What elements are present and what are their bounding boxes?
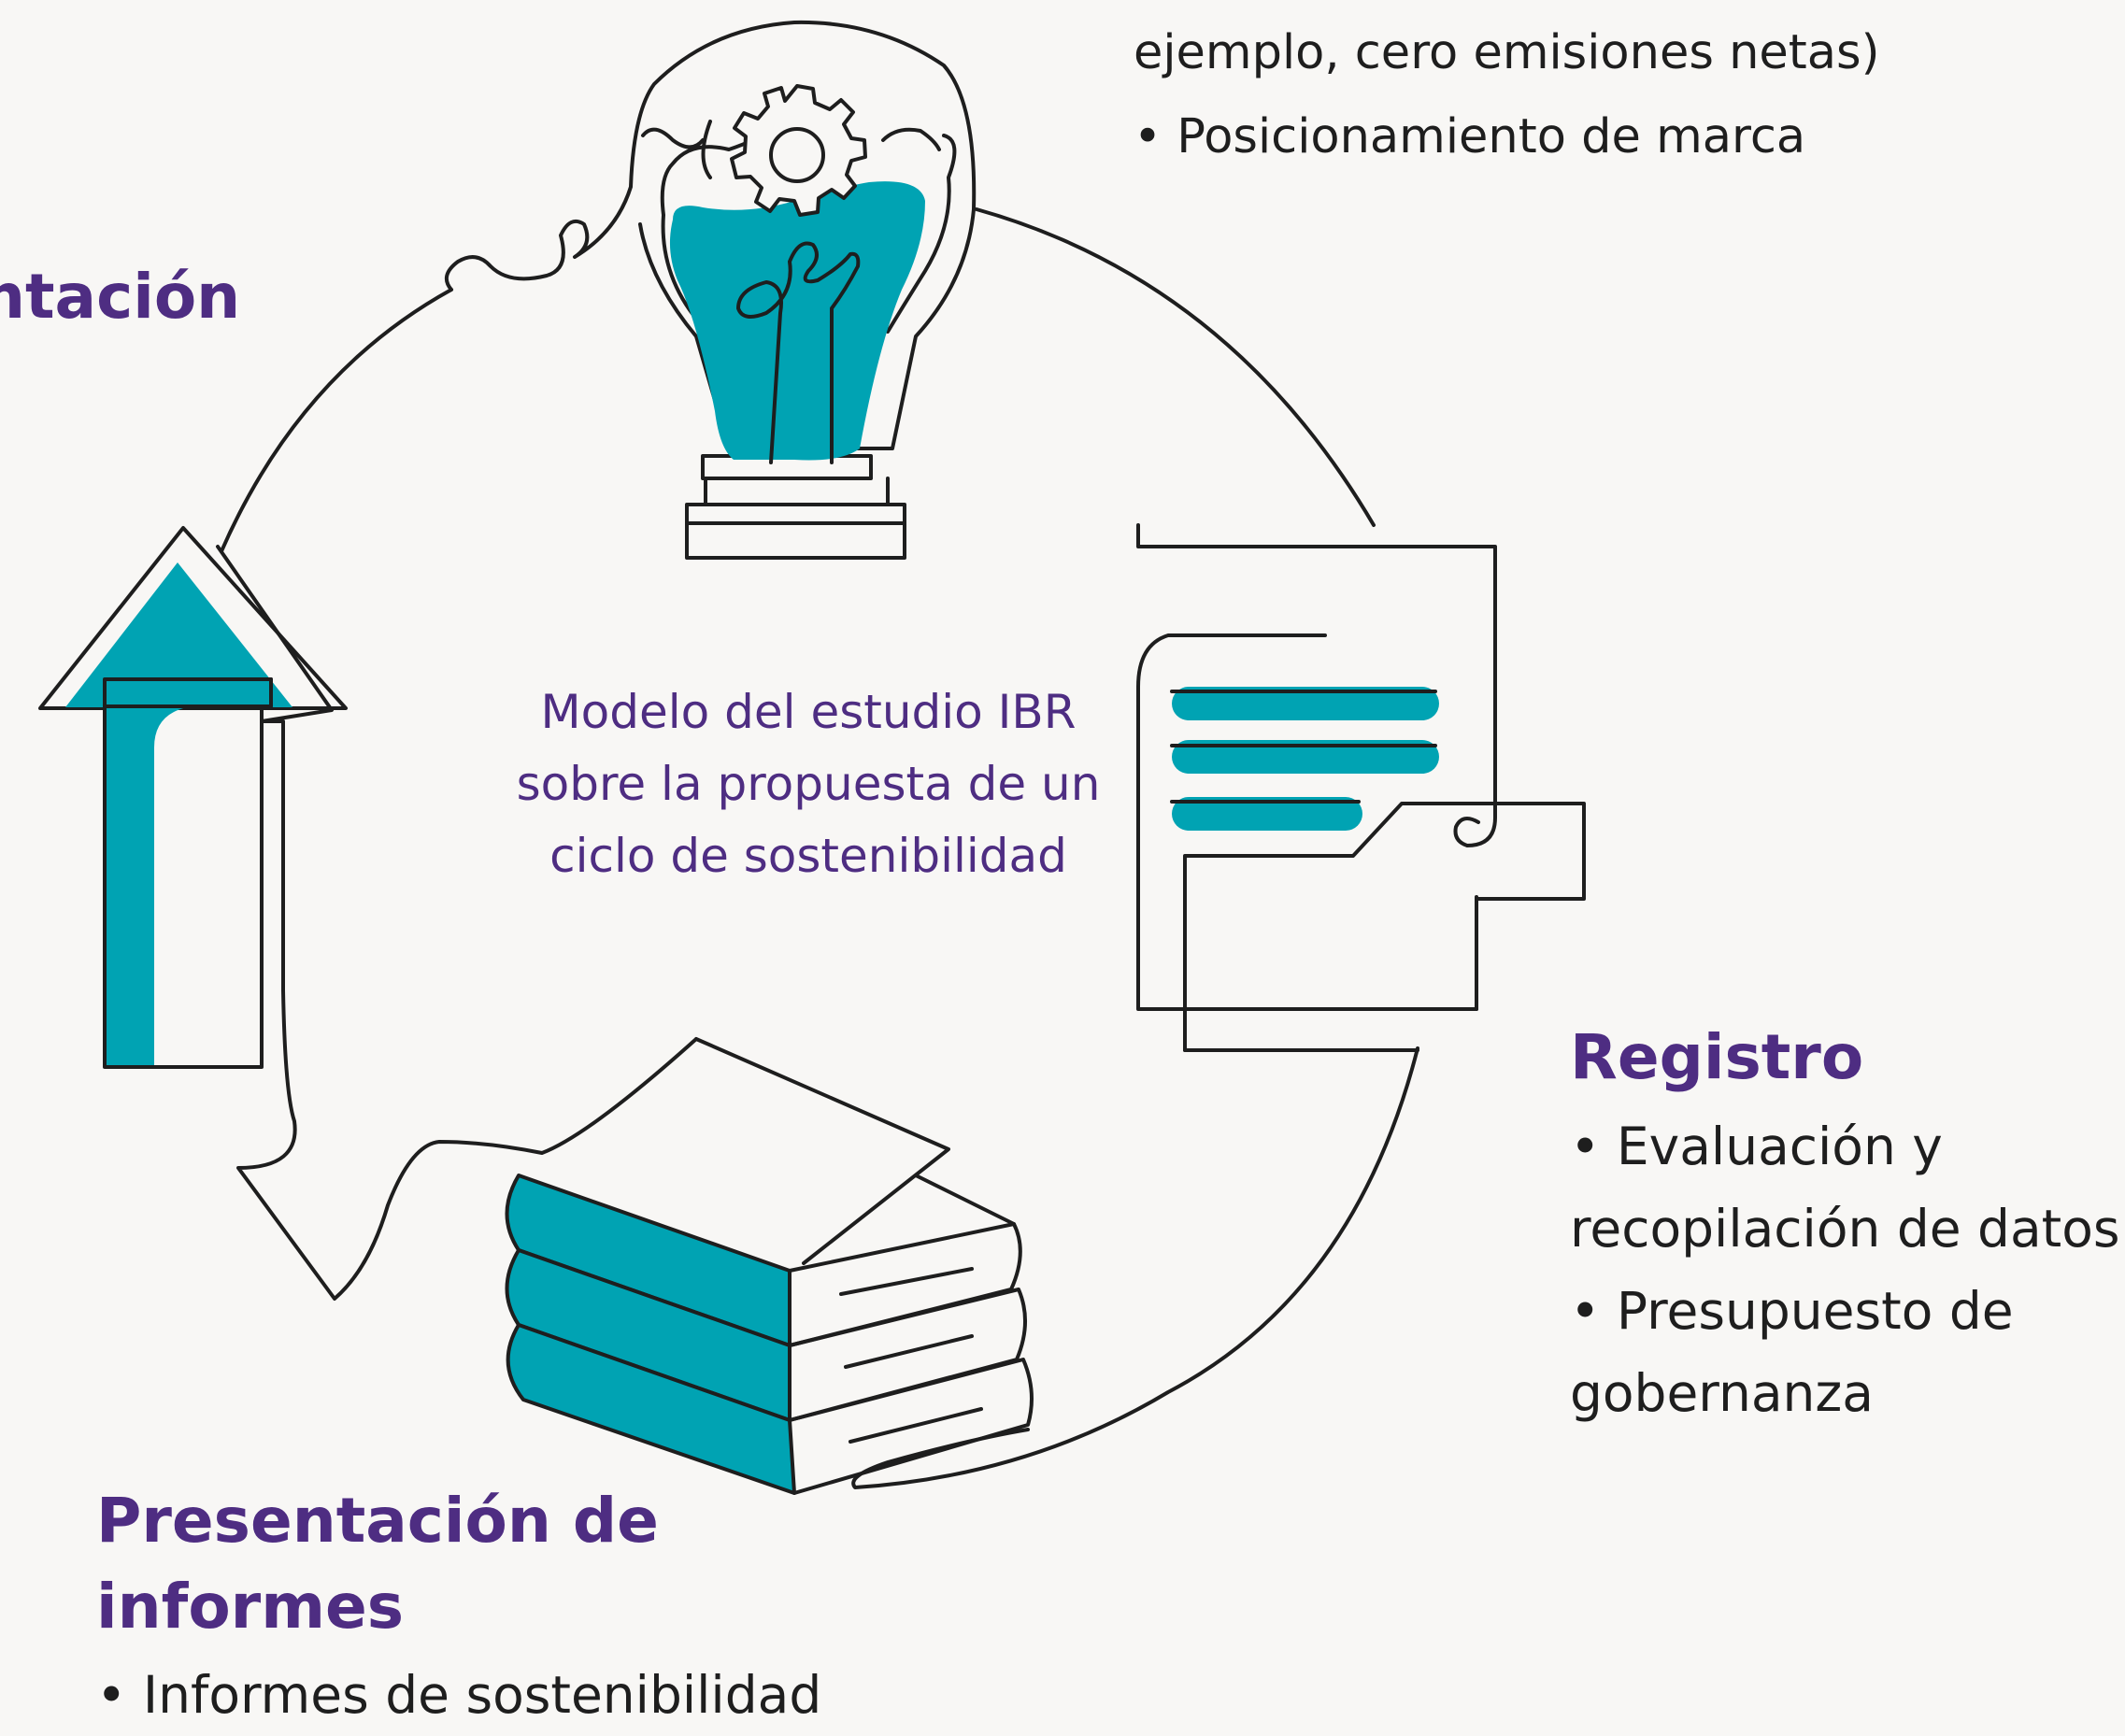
informes-heading-line-2: informes <box>96 1571 405 1644</box>
up-arrow-fill <box>65 562 292 707</box>
folder-icon <box>1183 802 1586 1052</box>
registro-line-4: gobernanza <box>1570 1363 1874 1423</box>
registro-line-2: recopilación de datos <box>1570 1199 2120 1259</box>
cycle-arc-bottom-left <box>236 989 698 1301</box>
center-title: Modelo del estudio IBR sobre la propuest… <box>516 685 1101 883</box>
document-icon <box>1136 523 1497 1011</box>
top-note-line-1: ejemplo, cero emisiones netas) <box>1134 25 1880 80</box>
cycle-arc-top-right <box>975 207 1376 527</box>
lightbulb-icon <box>444 20 977 560</box>
informes-line-1: • Informes de sostenibilidad <box>96 1665 822 1725</box>
informes-heading-line-1: Presentación de <box>96 1485 659 1557</box>
informes-list: • Informes de sostenibilidad <box>96 1654 821 1736</box>
cycle-arc-bottom-right <box>851 1046 1419 1489</box>
registro-line-1: • Evaluación y <box>1570 1117 1943 1176</box>
lightbulb-fill <box>669 181 925 461</box>
top-note: ejemplo, cero emisiones netas) • Posicio… <box>1134 11 1880 179</box>
books-icon <box>505 1037 1034 1495</box>
up-arrow-shaft-fill <box>107 707 187 1065</box>
registro-heading: Registro <box>1570 1021 1864 1093</box>
left-cut-heading: ntación <box>0 261 241 333</box>
filament-icon <box>736 241 861 464</box>
document-line-1 <box>1172 687 1439 720</box>
document-line-2 <box>1172 740 1439 774</box>
document-line-3 <box>1172 797 1362 831</box>
cycle-arc-top-left <box>220 288 453 553</box>
top-note-line-2: • Posicionamiento de marca <box>1134 108 1806 164</box>
informes-heading: Presentación de informes <box>96 1478 659 1651</box>
gear-icon <box>730 84 867 217</box>
registro-list: • Evaluación y recopilación de datos • P… <box>1570 1105 2120 1434</box>
registro-line-3: • Presupuesto de <box>1570 1281 2014 1341</box>
